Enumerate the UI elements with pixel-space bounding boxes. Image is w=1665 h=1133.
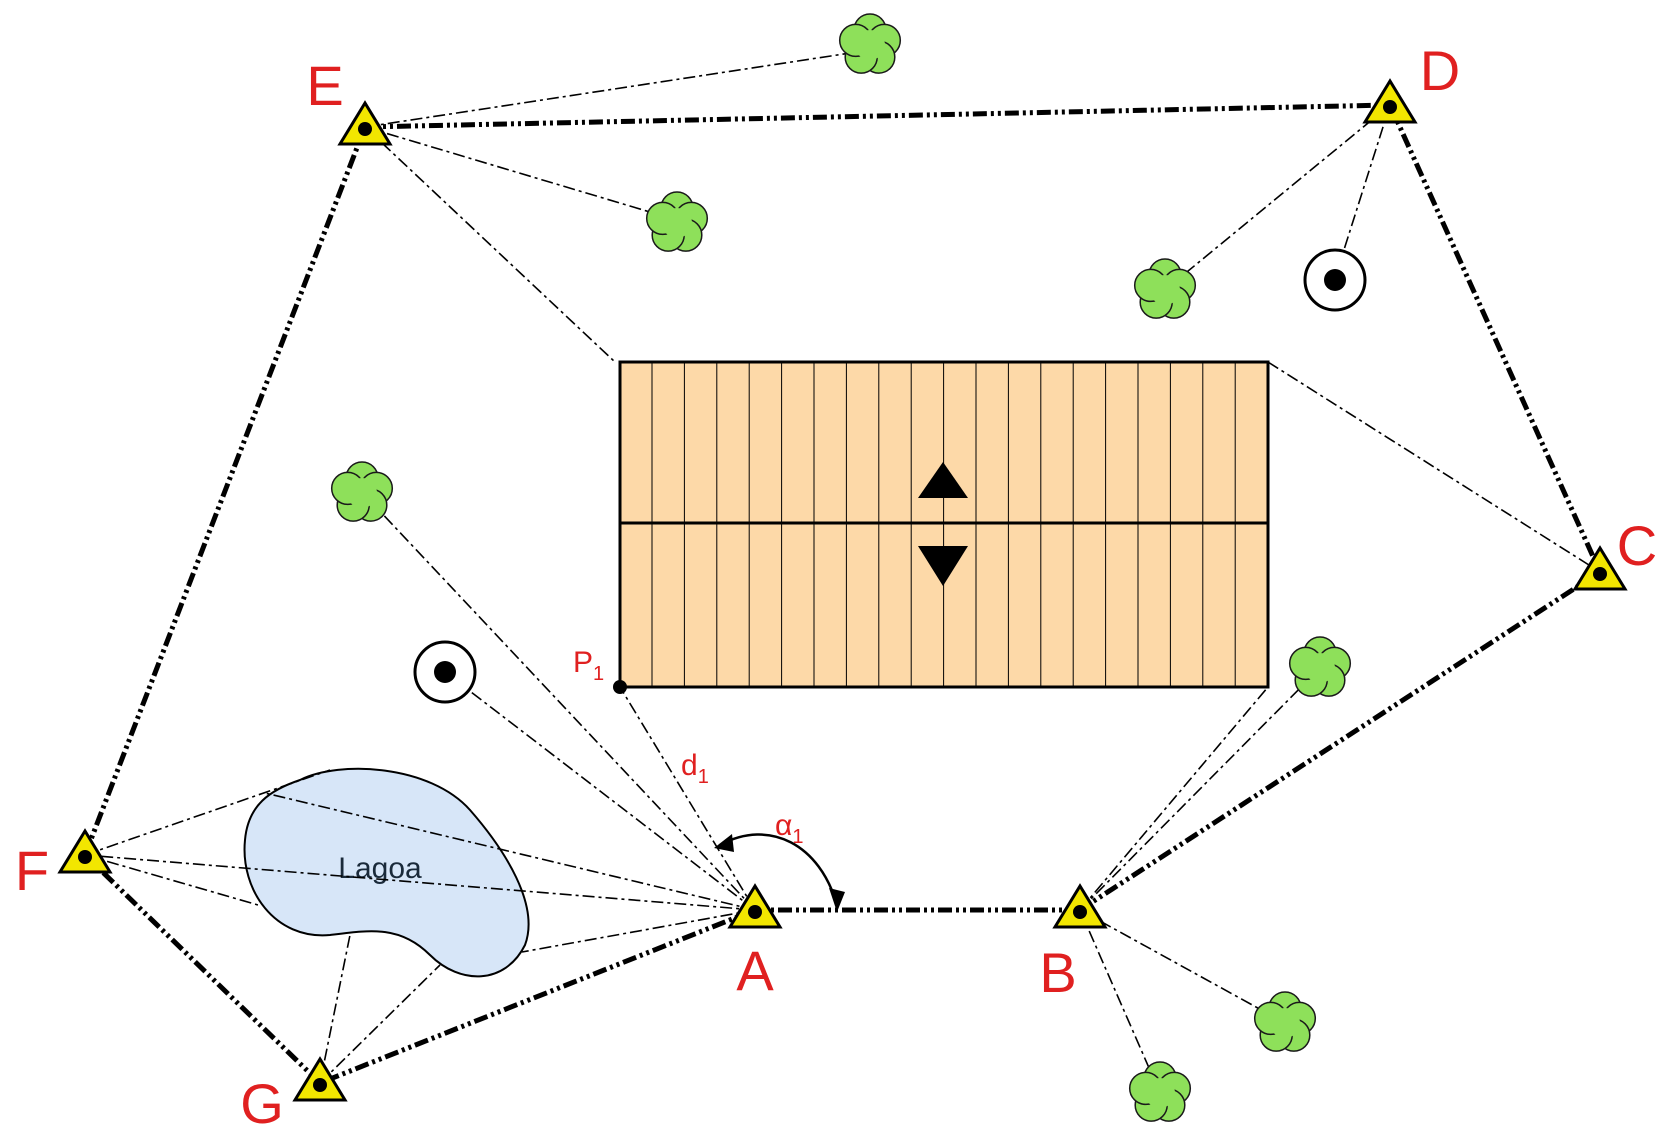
well-icon bbox=[1303, 248, 1367, 312]
tree-icon bbox=[1128, 1061, 1192, 1122]
station-e: E bbox=[306, 54, 393, 146]
tree-icon bbox=[330, 461, 394, 522]
stations: A B C D E F G bbox=[15, 39, 1657, 1133]
angle-arc bbox=[714, 833, 845, 912]
building bbox=[618, 360, 1270, 689]
sight-lines bbox=[84, 49, 1601, 1094]
station-label-c: C bbox=[1617, 514, 1657, 577]
point-p1-label: P1 bbox=[573, 646, 604, 685]
station-f: F bbox=[15, 828, 113, 902]
station-label-b: B bbox=[1039, 941, 1076, 1004]
station-b: B bbox=[1039, 883, 1108, 1004]
up-arrow-icon bbox=[918, 462, 968, 498]
station-label-f: F bbox=[15, 839, 49, 902]
trees bbox=[330, 13, 1352, 1122]
lake-label: Lagoa bbox=[338, 852, 422, 885]
station-label-d: D bbox=[1420, 39, 1460, 102]
angle-alpha1-label: α1 bbox=[775, 809, 803, 848]
tree-icon bbox=[1253, 991, 1317, 1052]
tree-icon bbox=[1288, 636, 1352, 697]
station-label-e: E bbox=[306, 54, 343, 117]
tree-icon bbox=[1133, 258, 1197, 319]
tree-icon bbox=[645, 191, 709, 252]
station-label-a: A bbox=[736, 939, 774, 1002]
lake-shape bbox=[243, 767, 530, 978]
point-p1-marker bbox=[613, 680, 627, 694]
station-g: G bbox=[240, 1056, 348, 1133]
station-a: A bbox=[727, 883, 783, 1002]
station-d: D bbox=[1362, 39, 1460, 124]
station-c: C bbox=[1572, 514, 1657, 591]
station-label-g: G bbox=[240, 1072, 284, 1133]
traverse-lines bbox=[82, 102, 1603, 1086]
distance-d1-label: d1 bbox=[681, 749, 709, 788]
tree-icon bbox=[838, 13, 902, 74]
down-arrow-icon bbox=[918, 546, 968, 586]
well-icon bbox=[413, 640, 477, 704]
